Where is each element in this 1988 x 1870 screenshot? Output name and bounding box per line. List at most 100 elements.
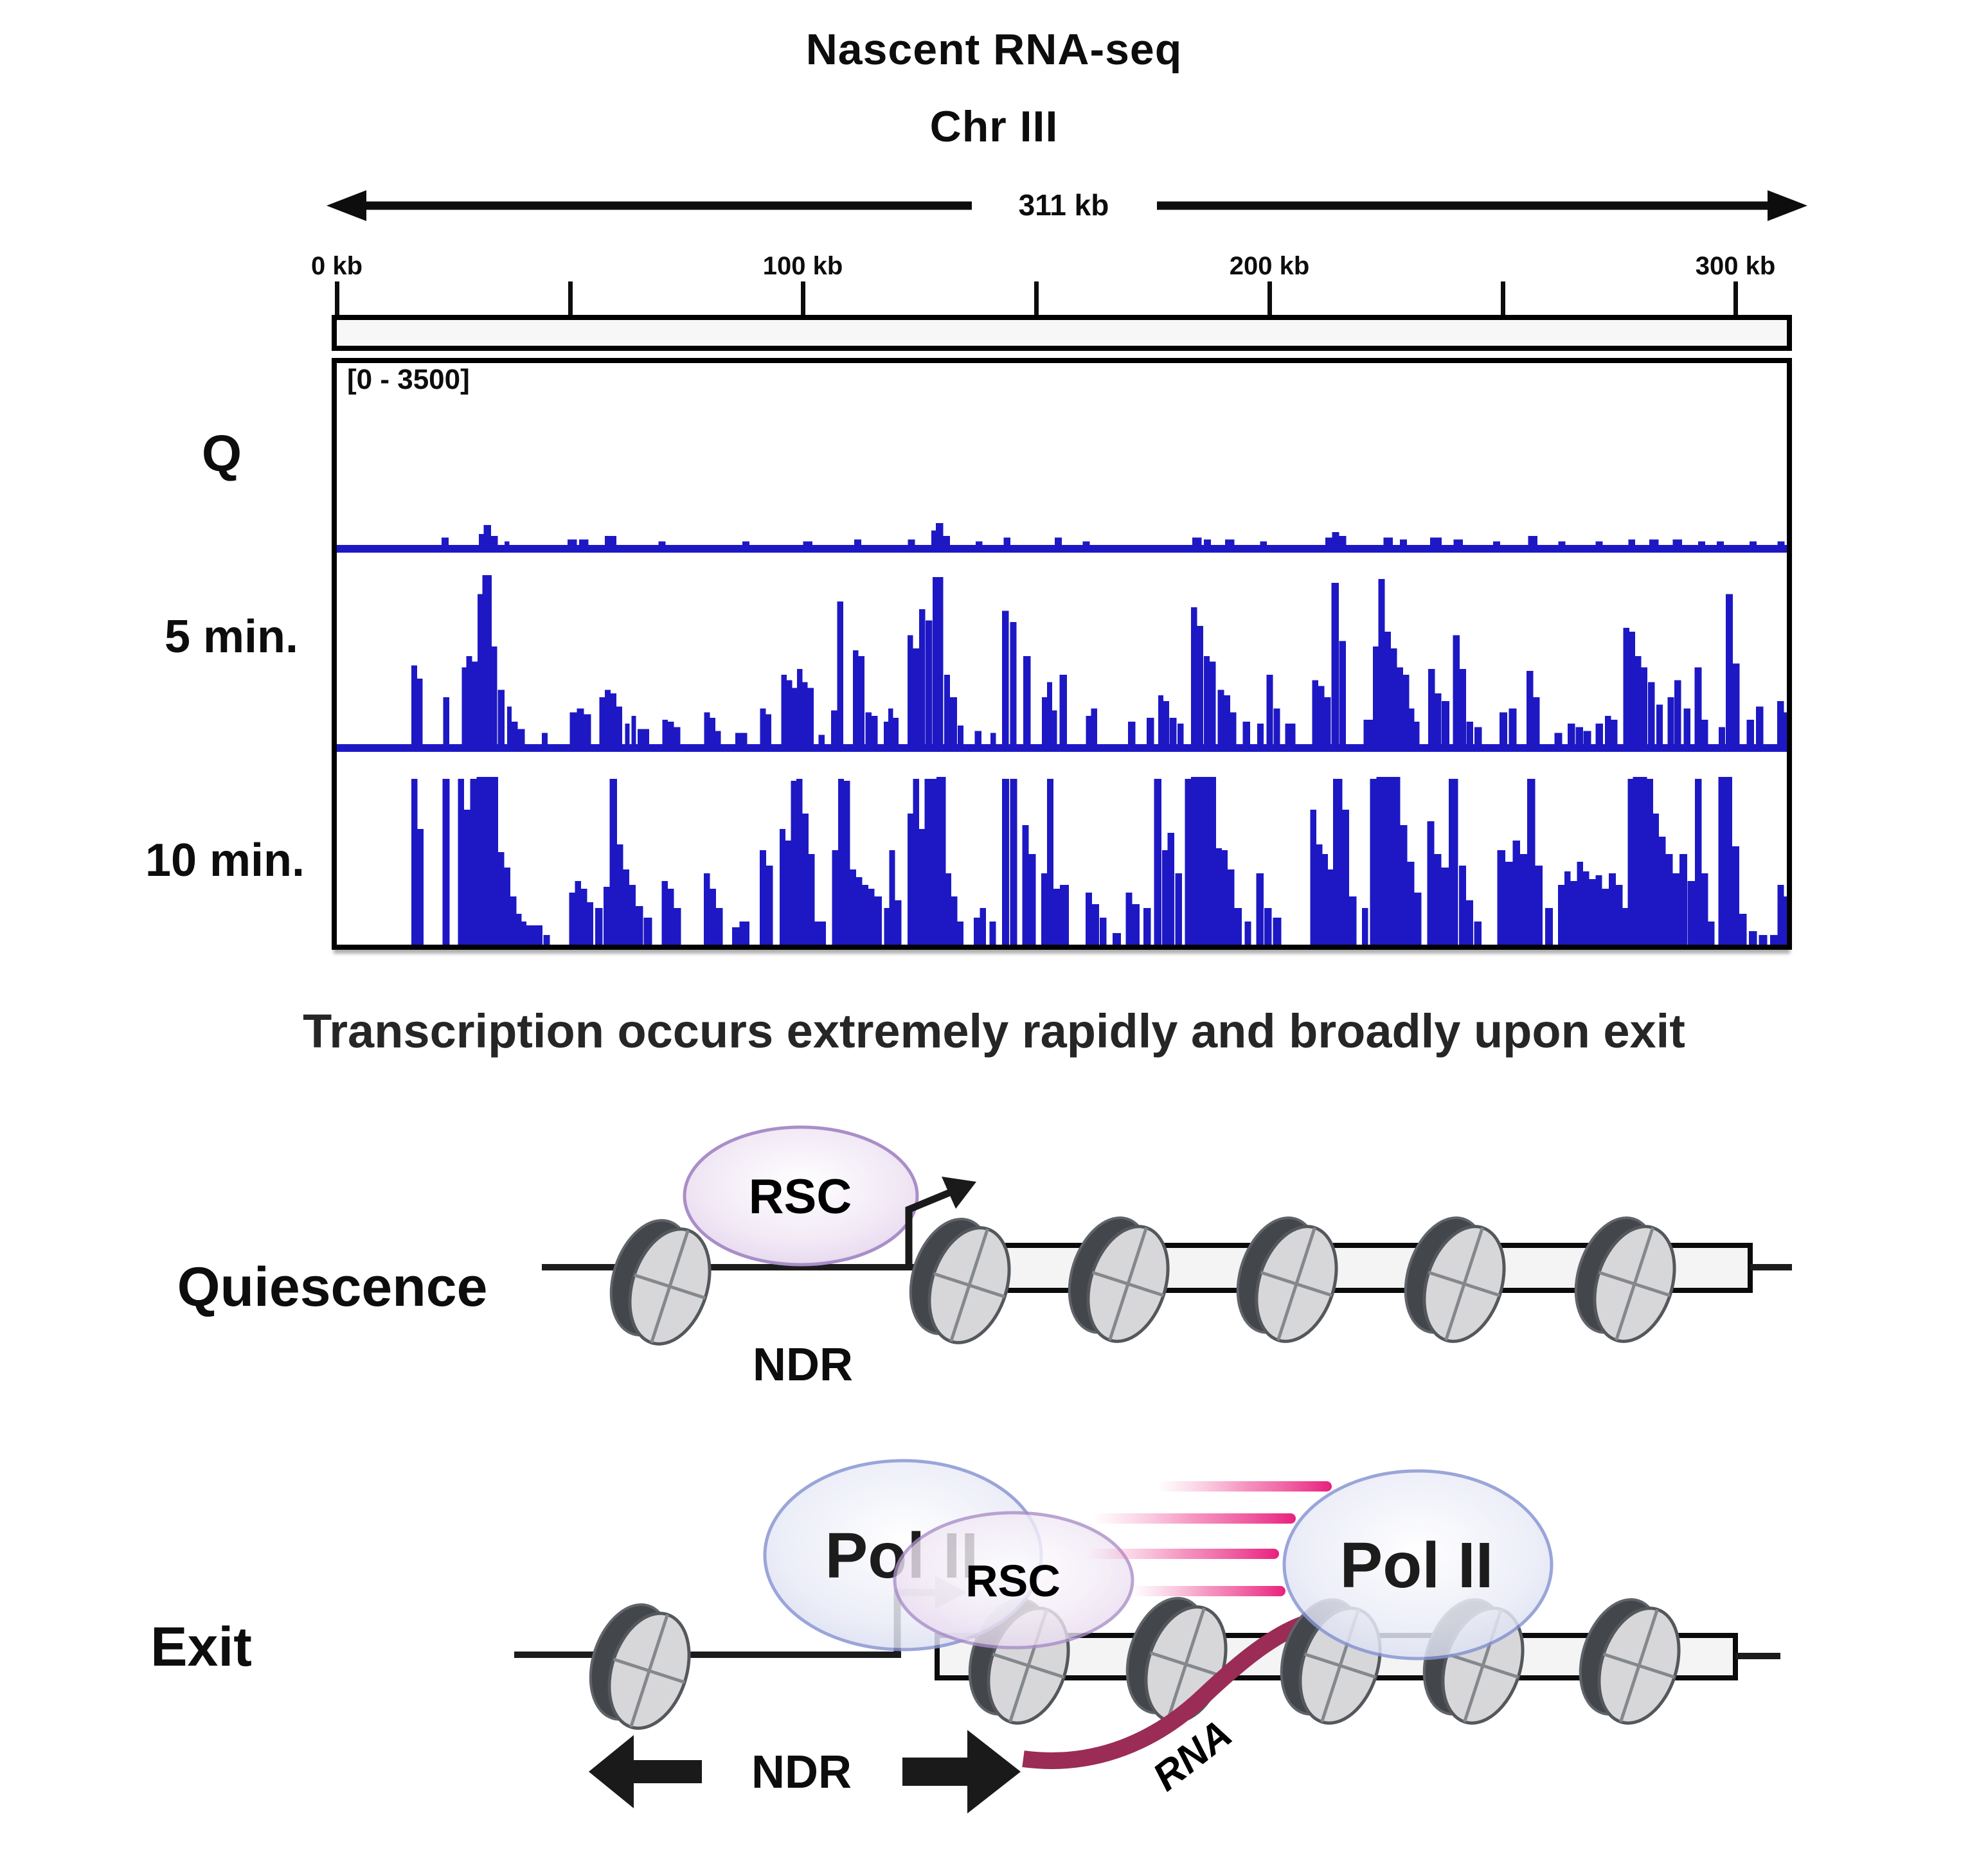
signal-bar (483, 524, 492, 545)
signal-bar (1564, 871, 1571, 945)
signal-bar (1575, 727, 1583, 744)
signal-bar (1217, 690, 1224, 744)
ruler-tick (801, 281, 806, 315)
signal-bar (1449, 779, 1458, 945)
signal-bar (1545, 908, 1553, 945)
signal-bar (973, 918, 980, 945)
ndr-right-arrow-shaft (902, 1758, 970, 1786)
signal-bar (1002, 610, 1009, 744)
signal-bar (1372, 646, 1379, 744)
figure-title: Nascent RNA-seq (805, 25, 1183, 74)
signal-bar (1459, 866, 1466, 945)
signal-bar (919, 829, 925, 945)
signal-bar (931, 779, 936, 945)
signal-bar (1010, 779, 1017, 945)
signal-bar (862, 885, 868, 945)
signal-bar (1679, 854, 1687, 945)
signal-bar (854, 539, 862, 545)
signal-bar (1708, 922, 1715, 945)
signal-bar (491, 646, 497, 744)
signal-bar (1528, 535, 1537, 545)
signal-bar (1435, 693, 1442, 744)
signal-bar (1224, 539, 1235, 545)
signal-bar (616, 706, 622, 744)
signal-bar (837, 779, 845, 945)
signal-bar (1393, 777, 1401, 945)
signal-bar (629, 885, 636, 945)
signal-bar (913, 779, 920, 945)
signal-bar (1324, 697, 1331, 744)
signal-bar (1746, 720, 1755, 744)
signal-bar (1332, 532, 1339, 545)
rna-transcript-curve (1022, 1614, 1312, 1769)
signal-bar (975, 541, 983, 545)
signal-bar (1221, 850, 1228, 945)
signal-bar (1533, 697, 1540, 744)
signal-bar (926, 620, 933, 744)
signal-bar (1608, 873, 1616, 945)
signal-bar (1512, 841, 1521, 945)
q-track-baseline (337, 545, 1787, 553)
signal-bar (668, 889, 674, 945)
signal-bar (1589, 879, 1596, 945)
signal-bar (543, 935, 550, 945)
signal-bar (1167, 833, 1174, 945)
signal-bar (442, 537, 449, 545)
signal-bar (1260, 541, 1267, 545)
signal-bar (1605, 716, 1611, 744)
signal-bar (1732, 663, 1740, 744)
signal-bar (924, 779, 931, 945)
signal-bar (853, 650, 859, 744)
signal-bar (787, 680, 793, 744)
signal-bar (1333, 779, 1343, 945)
signal-bar (1558, 541, 1566, 545)
nucleosome-icon (1223, 1207, 1351, 1352)
signal-bar (1674, 680, 1681, 744)
signal-bar (1441, 868, 1449, 945)
signal-bar (1023, 655, 1031, 744)
ndr-left-arrowhead-icon (589, 1735, 634, 1808)
signal-bar (464, 810, 470, 945)
signal-bar (807, 688, 814, 744)
signal-bar (1749, 541, 1757, 545)
signal-bar (1459, 669, 1466, 744)
signal-bar (472, 661, 478, 744)
signal-bar (470, 779, 477, 945)
signal-bar (674, 727, 681, 744)
signal-bar (1509, 708, 1517, 744)
signal-bar (1649, 539, 1659, 545)
signal-bar (1216, 848, 1222, 945)
signal-bar (1414, 893, 1422, 945)
signal-bar (1683, 708, 1690, 744)
signal-bar (1169, 718, 1177, 744)
signal-bar (416, 678, 423, 744)
signal-bar (1500, 712, 1507, 744)
signal-bar (832, 850, 838, 945)
signal-bar (1430, 537, 1442, 545)
signal-bar (1228, 869, 1235, 945)
signal-bar (542, 733, 548, 744)
signal-bar (1402, 674, 1410, 744)
signal-bar (504, 868, 510, 945)
signal-bar (512, 721, 518, 744)
signal-bar (1749, 931, 1757, 945)
signal-bar (635, 906, 643, 945)
signal-bar (605, 690, 611, 744)
signal-bar (907, 814, 913, 945)
signal-bar (760, 708, 766, 744)
signal-bar (1582, 871, 1590, 945)
signal-bar (1143, 908, 1151, 945)
signal-bar (1158, 695, 1164, 744)
tick-label-0kb: 0 kb (310, 252, 363, 280)
signal-bar (818, 735, 825, 744)
signal-bar (1046, 779, 1053, 945)
signal-bar (1224, 695, 1230, 744)
signal-bar (1756, 706, 1764, 744)
signal-bar (1474, 727, 1482, 744)
signal-bar (1234, 908, 1242, 945)
signal-bar (951, 896, 958, 945)
track-label-10min: 10 min. (145, 835, 305, 886)
signal-bar (1147, 718, 1154, 744)
signal-bar (766, 866, 773, 945)
signal-bar (479, 534, 484, 545)
